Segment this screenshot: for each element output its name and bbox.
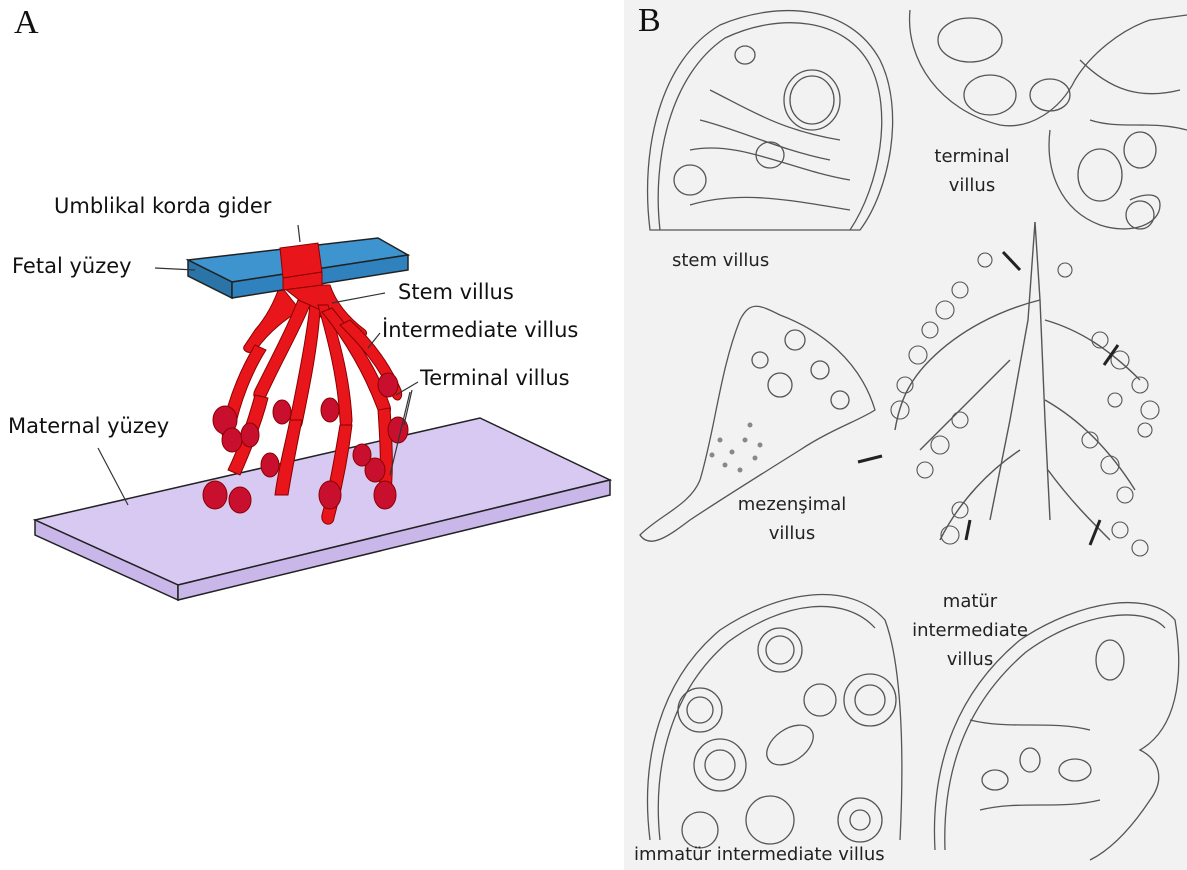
panel-b-letter: B	[638, 2, 661, 40]
label-b-mature-line2: intermediate	[895, 616, 1045, 645]
label-b-mesenchymal-line2: villus	[722, 519, 862, 548]
label-b-terminal-line2: villus	[912, 171, 1032, 200]
label-stem-villus: Stem villus	[398, 280, 514, 304]
label-b-terminal-villus: terminal villus	[912, 142, 1032, 200]
label-b-stem-villus: stem villus	[672, 246, 802, 275]
panel-a-letter: A	[14, 4, 39, 42]
label-b-terminal-line1: terminal	[912, 142, 1032, 171]
label-b-mature-line1: matür	[895, 587, 1045, 616]
label-b-immature-intermediate-villus: immatür intermediate villus	[634, 840, 954, 869]
label-fetal-surface: Fetal yüzey	[12, 254, 132, 278]
label-b-mesenchymal-line1: mezenşimal	[722, 490, 862, 519]
label-b-mesenchymal-villus: mezenşimal villus	[722, 490, 862, 548]
label-intermediate-villus: İntermediate villus	[382, 318, 578, 342]
label-umbilical-cord: Umblikal korda gider	[54, 194, 271, 218]
label-b-mature-line3: villus	[895, 645, 1045, 674]
label-maternal-surface: Maternal yüzey	[8, 414, 169, 438]
label-terminal-villus: Terminal villus	[420, 366, 570, 390]
maternal-plate	[35, 418, 610, 600]
label-b-mature-intermediate-villus: matür intermediate villus	[895, 587, 1045, 674]
